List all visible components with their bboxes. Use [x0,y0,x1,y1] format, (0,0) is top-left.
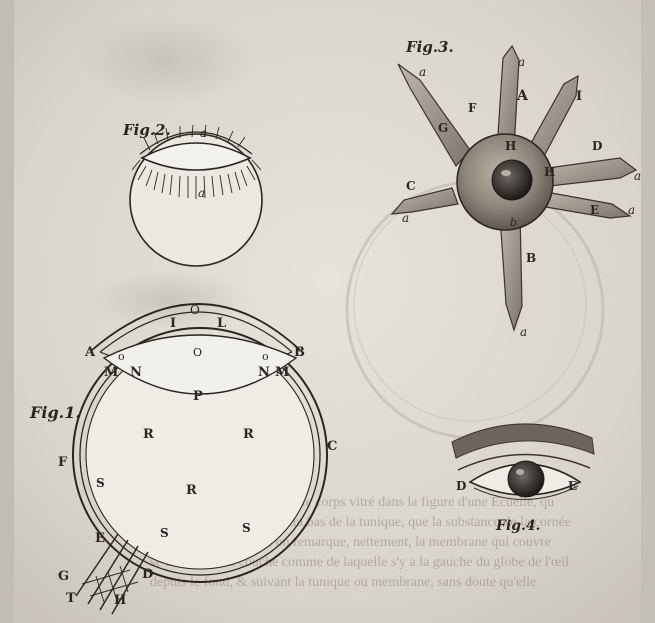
fig1-label-O-top: O [190,303,200,317]
fig3-label-a-top: a [518,55,525,69]
fig3-label-D: D [592,139,602,153]
fig3-label-A: A [516,88,529,104]
fig3-caption: Fig.3. [405,38,454,56]
fig1-label-S-left: S [96,476,105,490]
fig2-caption: Fig.2. [122,121,171,139]
fig1-label-R-left: R [143,427,154,442]
fig1-label-O-center: O [193,346,202,359]
fig4-caption: Fig.4. [495,518,541,534]
fig1-label-T: T [66,591,76,606]
fig1-label-E: E [95,531,105,546]
fig4-iris [508,461,544,497]
page-edge-right [641,0,655,623]
fig1-label-H: H [114,593,126,608]
fig3-cornea [492,160,532,200]
fig1-label-I: I [170,316,176,331]
fig1-label-S-right: S [242,521,251,535]
fig3-label-I: I [576,89,582,104]
fig3-label-E: E [590,203,599,217]
fig1-label-M-right: M [275,365,289,380]
fig1-label-o-right: o [262,350,269,363]
fig3-label-H-upper: H [505,139,516,153]
fig1-label-D: D [142,567,153,582]
fig3-label-a-left: a [402,211,409,225]
fig3-label-a-upper-left: a [419,65,426,79]
fig1-label-P: P [193,389,203,404]
fig1-label-S-center: S [160,526,169,540]
fig1-caption: Fig.1. [29,403,81,422]
fig1-label-R-right: R [243,427,254,442]
fig2-label-a-top: a [200,126,207,140]
fig1-label-G: G [58,569,69,584]
fig1-label-N-right: N [258,365,270,380]
fig1-label-R-center: R [186,483,197,498]
bleed-smudge-top [75,15,255,105]
fig4-iris-highlight [516,469,524,475]
fig3-label-G: G [438,121,448,135]
fig1-label-B: B [294,345,305,360]
fig4-label-E: E [568,479,577,493]
fig3-label-H-right: H [544,165,555,179]
fig3-label-b: b [510,216,517,229]
fig1-label-M-left: M [104,365,118,380]
fig3-label-B: B [526,251,536,265]
fig2-label-a-bottom: a [198,186,205,200]
fig3-label-F: F [468,101,477,115]
fig3-label-a-bottom: a [520,325,527,339]
fig3-label-C: C [406,179,416,193]
fig3-label-a-right-2: a [628,203,635,217]
fig1-label-N-left: N [130,365,142,380]
fig3-label-a-right-1: a [634,169,641,183]
fig3-cornea-highlight [501,170,511,176]
fig4-label-D: D [456,479,466,493]
fig1-label-o-left: o [118,350,125,363]
fig1-label-F: F [58,455,68,470]
fig1-label-C: C [327,439,337,454]
fig1-label-L: L [217,316,226,331]
fig1-label-A: A [84,345,96,360]
page-edge-left [0,0,14,623]
